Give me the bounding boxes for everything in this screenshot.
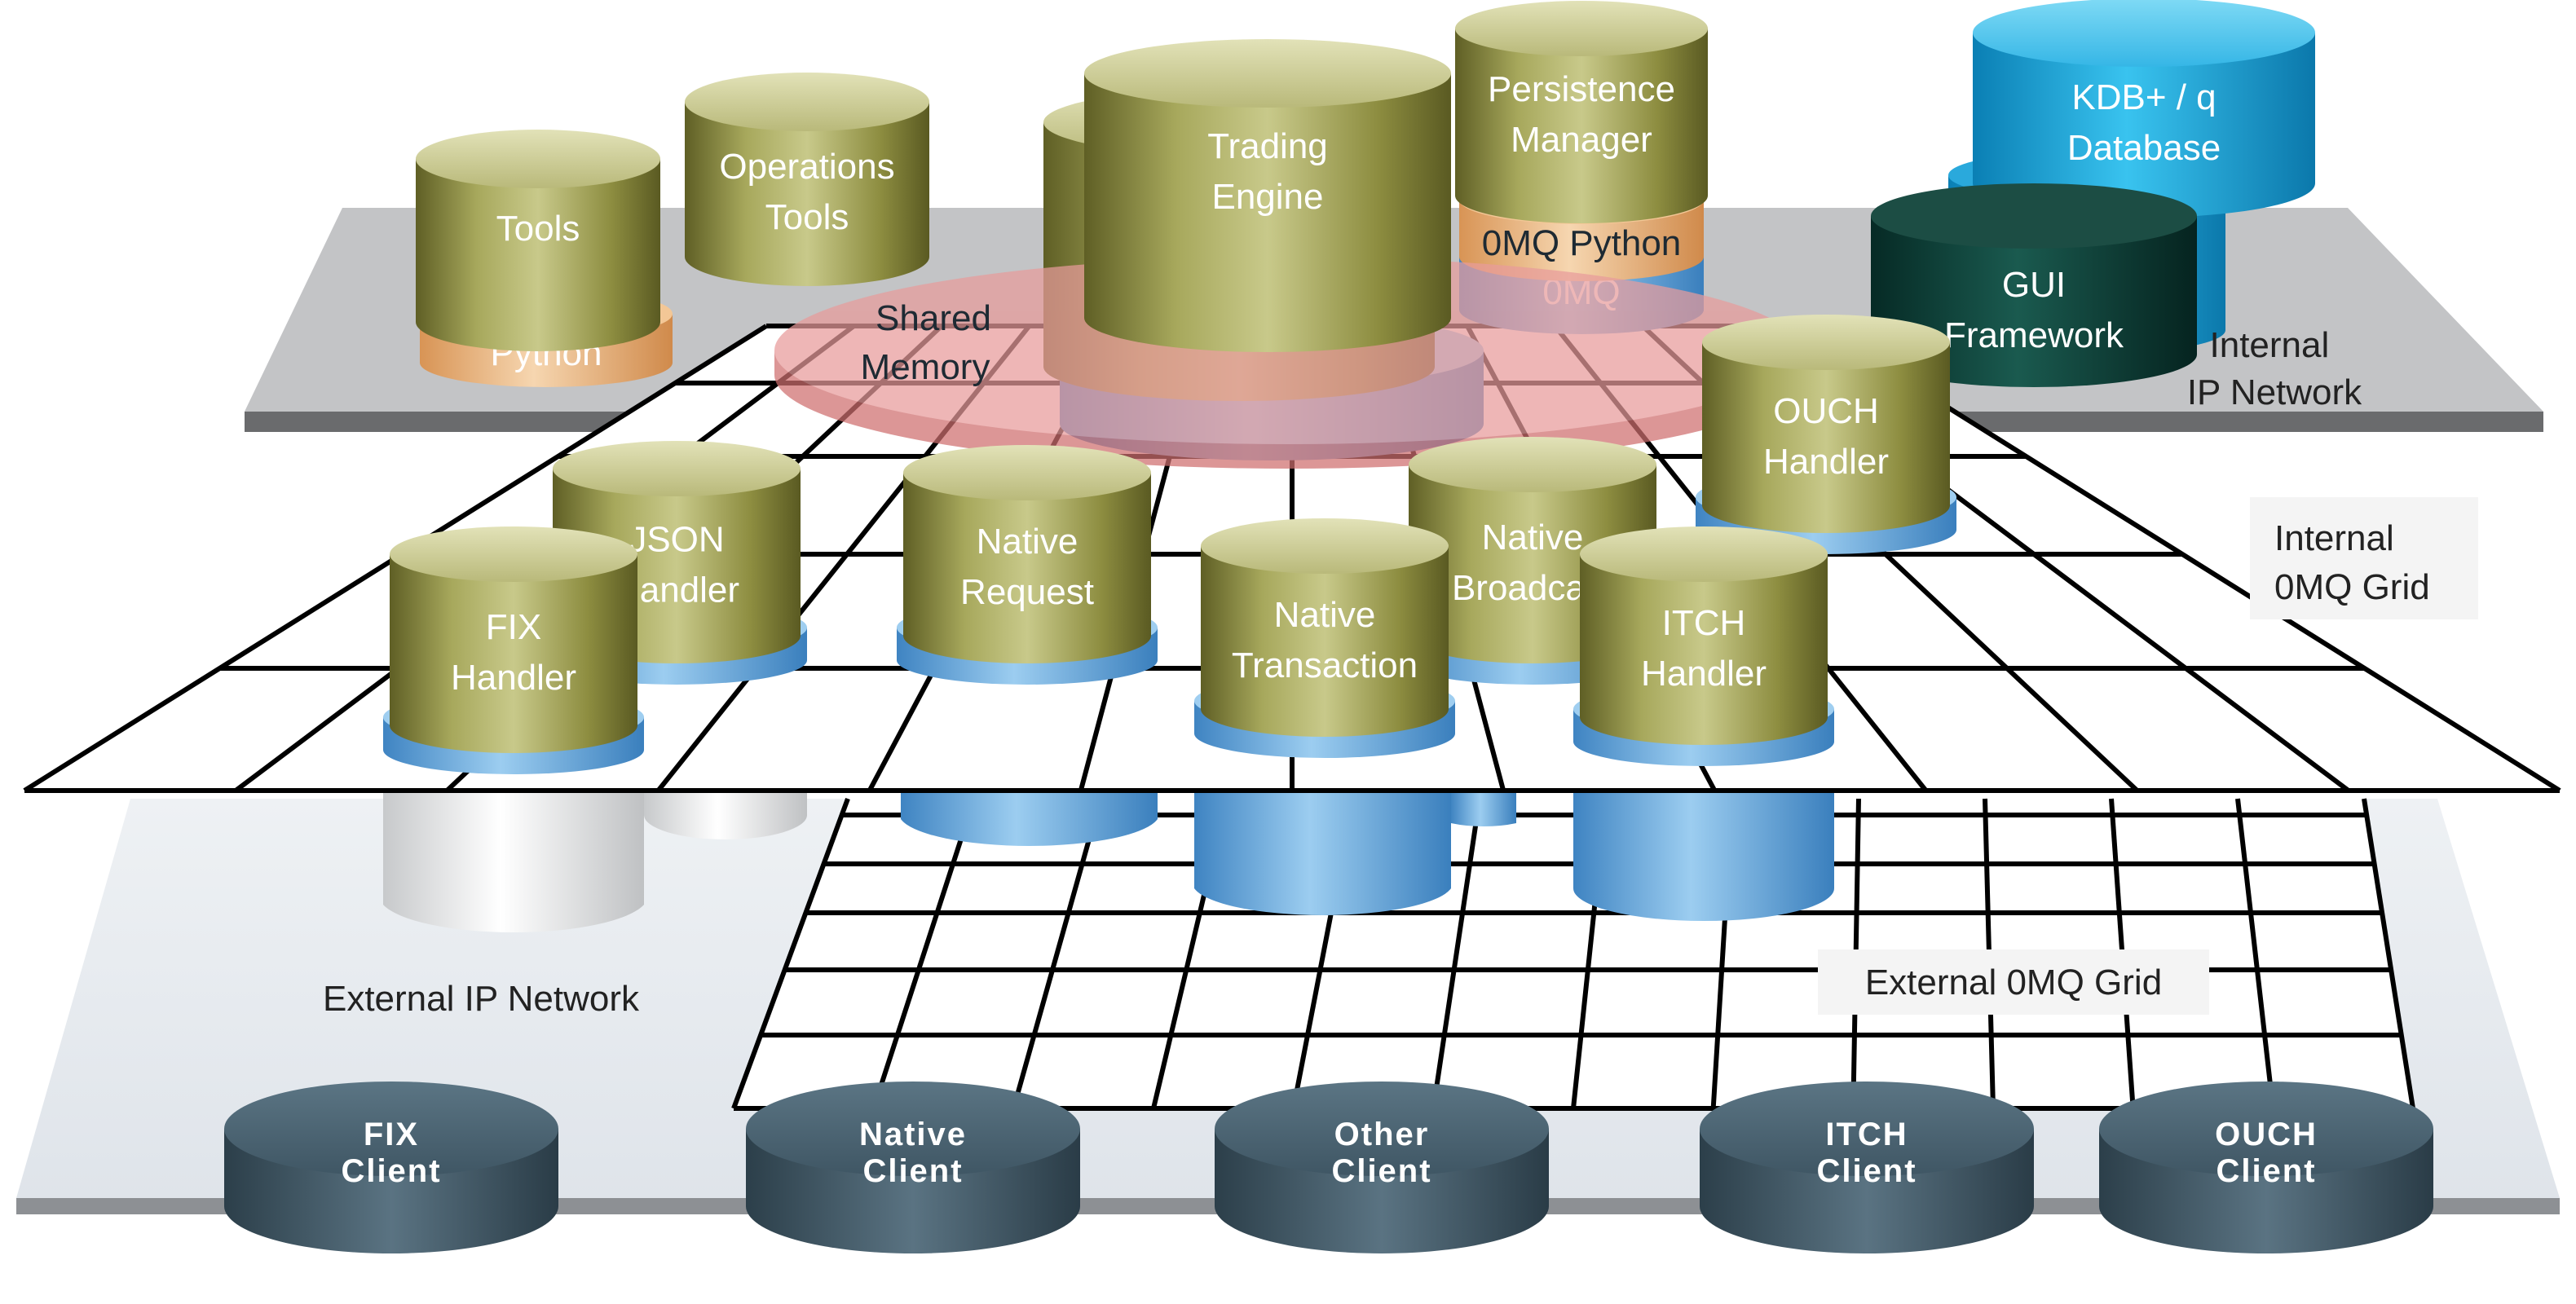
external-ip-network-label: External IP Network — [323, 979, 640, 1019]
tools-cylinder: Tools — [416, 130, 660, 351]
handler-stems — [383, 782, 1834, 933]
internal-ip-network-label: Internal IP Network — [2187, 325, 2362, 412]
external-0mq-grid-label-box — [1818, 949, 2209, 1015]
omq-python-ring-label: 0MQ Python — [1482, 223, 1682, 263]
tools-cylinder-label: Tools — [496, 209, 580, 249]
internal-0mq-grid-label-box — [2250, 497, 2478, 619]
internal-0mq-grid-label: Internal 0MQ Grid — [2274, 518, 2430, 607]
external-0mq-grid-label: External 0MQ Grid — [1865, 963, 2162, 1002]
